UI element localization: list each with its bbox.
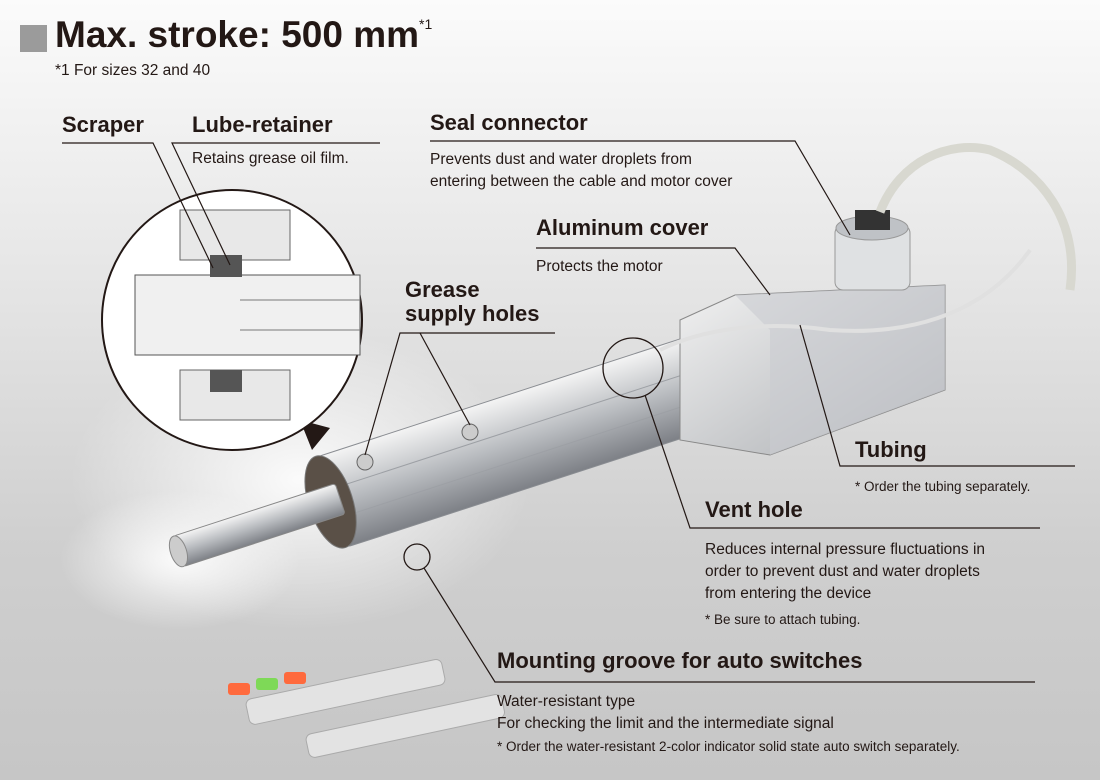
aluminum-cover-title: Aluminum cover — [536, 215, 709, 240]
mounting-groove-note: * Order the water-resistant 2-color indi… — [497, 739, 960, 754]
mounting-groove-desc: Water-resistant type For checking the li… — [497, 691, 834, 735]
seal-connector-title: Seal connector — [430, 110, 588, 135]
vent-hole-desc: Reduces internal pressure fluctuations i… — [705, 539, 985, 605]
seal-connector-desc: Prevents dust and water droplets from en… — [430, 149, 732, 193]
page-title: Max. stroke: 500 mm*1 — [55, 14, 432, 56]
auto-switches — [228, 659, 506, 758]
footnote: *1 For sizes 32 and 40 — [55, 62, 211, 79]
groove-marker — [403, 543, 431, 571]
title-footnote-mark: *1 — [419, 16, 433, 32]
lube-retainer-desc: Retains grease oil film. — [192, 150, 349, 167]
led-red — [228, 683, 250, 695]
desc-line: order to prevent dust and water droplets — [705, 563, 980, 580]
aluminum-cover-desc: Protects the motor — [536, 258, 663, 275]
desc-line: Water-resistant type — [497, 693, 636, 710]
grease-hole — [356, 453, 374, 471]
leader-lines — [62, 140, 1075, 683]
desc-line: Reduces internal pressure fluctuations i… — [705, 541, 986, 558]
grease-hole — [461, 423, 479, 441]
desc-line: entering between the cable and motor cov… — [430, 173, 733, 190]
tubing-title: Tubing — [855, 437, 927, 462]
title-line: supply holes — [405, 301, 540, 326]
vent-hole-note: * Be sure to attach tubing. — [705, 612, 861, 627]
lube-retainer-title: Lube-retainer — [192, 112, 333, 137]
title-text: Max. stroke: 500 mm — [55, 14, 420, 55]
actuator-body — [168, 325, 754, 568]
led-green — [256, 678, 278, 690]
led-red — [284, 672, 306, 684]
tubing-note: * Order the tubing separately. — [855, 479, 1031, 494]
cable — [875, 143, 1076, 291]
mounting-groove-title: Mounting groove for auto switches — [497, 648, 863, 673]
title-line: Grease — [405, 277, 480, 302]
desc-line: Prevents dust and water droplets from — [430, 151, 692, 168]
vent-hole-marker — [602, 337, 664, 399]
scraper-title: Scraper — [62, 112, 144, 137]
scraper-detail-view — [101, 189, 363, 451]
title-square — [20, 25, 47, 52]
vent-hole-title: Vent hole — [705, 497, 803, 522]
grease-supply-holes-title: Grease supply holes — [405, 278, 539, 326]
desc-line: For checking the limit and the intermedi… — [497, 715, 834, 732]
desc-line: from entering the device — [705, 585, 872, 602]
